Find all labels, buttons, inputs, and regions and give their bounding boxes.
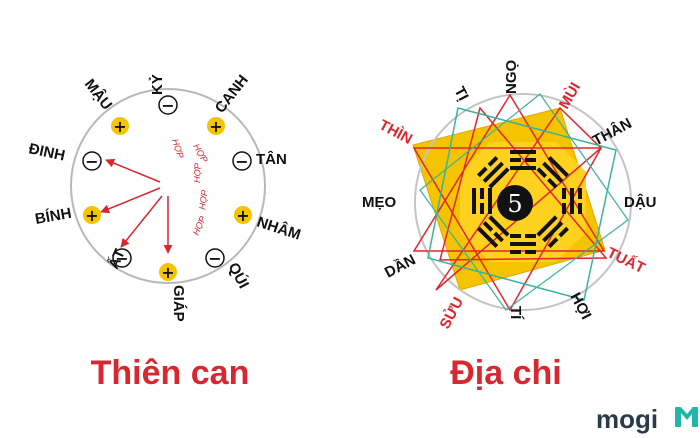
stem-marker-qui: − (205, 248, 225, 268)
stem-label-tan: TÂN (256, 150, 287, 168)
hop-label: HỢP (192, 163, 203, 183)
hop-label: HỢP (191, 215, 208, 237)
svg-text:−: − (85, 152, 98, 171)
svg-text:−: − (235, 152, 248, 171)
svg-text:−: − (161, 96, 174, 115)
stem-label-binh: BÍNH (34, 205, 73, 228)
stem-marker-at: − (112, 248, 132, 268)
hop-label: HỢP (170, 138, 186, 160)
stem-marker-nham: + (234, 206, 252, 225)
svg-text:−: − (208, 249, 221, 268)
trigram-marks (472, 150, 582, 254)
center-number: 5 (507, 190, 522, 218)
stem-marker-dinh: − (82, 151, 102, 171)
mogi-logo: mogi (596, 404, 698, 434)
svg-text:+: + (236, 206, 249, 225)
branch-label-thin: THÌN (376, 117, 415, 148)
branch-label-mui: MÙI (555, 79, 584, 112)
hop-label: HỢP (191, 142, 210, 164)
branch-label-dan: DẦN (382, 251, 419, 281)
stem-marker-tan: − (232, 151, 252, 171)
hop-arrows (100, 158, 173, 254)
center-circle (497, 185, 533, 221)
stem-marker-ky: − (158, 95, 178, 115)
thien-can-diagram: HỢP HỢP HỢP HỢP HỢP − KỶ + CANH − TÂN + … (27, 72, 303, 392)
svg-text:+: + (85, 206, 98, 225)
branch-label-ngo: NGỌ (503, 60, 520, 95)
stem-label-ky: KỶ (149, 74, 166, 95)
branch-label-than: THÂN (589, 114, 634, 149)
svg-text:−: − (115, 249, 128, 268)
logo-text: mogi (596, 404, 658, 434)
branch-label-tuat: TUẤT (604, 244, 647, 277)
logo-mark-icon (675, 407, 698, 427)
branch-label-hoi: HỢI (566, 290, 594, 323)
hop-labels: HỢP HỢP HỢP HỢP HỢP (170, 138, 210, 237)
hop-label: HỢP (197, 189, 210, 210)
stem-label-giap: GIÁP (170, 285, 187, 322)
svg-text:+: + (113, 117, 126, 136)
svg-text:+: + (161, 263, 174, 282)
teal-square (427, 107, 617, 301)
dia-chi-diagram: 5 NGỌ MÙI THÂN DẬU TUẤT HỢI TÍ SỬU DẦN M… (362, 60, 657, 393)
stem-marker-mau: + (111, 117, 129, 136)
thien-can-title: Thiên can (91, 354, 250, 392)
stem-label-dinh: ĐINH (27, 140, 66, 164)
dia-chi-circle (414, 93, 632, 311)
branch-label-meo: MẸO (362, 194, 397, 211)
teal-square-2 (419, 93, 629, 311)
stem-marker-canh: + (207, 117, 225, 136)
branch-label-ty: TỊ (450, 84, 471, 104)
branch-label-dau: DẬU (624, 193, 657, 211)
thien-can-circle (70, 88, 266, 284)
stem-marker-binh: + (83, 206, 101, 225)
stem-label-qui: QÚI (224, 259, 252, 291)
branch-label-ti: TÍ (507, 306, 524, 320)
stem-label-nham: NHÂM (255, 213, 303, 244)
stem-label-canh: CANH (212, 72, 252, 117)
stem-marker-giap: + (159, 263, 177, 282)
dia-chi-title: Địa chi (450, 354, 561, 392)
stem-label-at: ẤT (105, 246, 129, 271)
svg-text:+: + (209, 117, 222, 136)
branch-label-suu: SỬU (436, 294, 468, 332)
